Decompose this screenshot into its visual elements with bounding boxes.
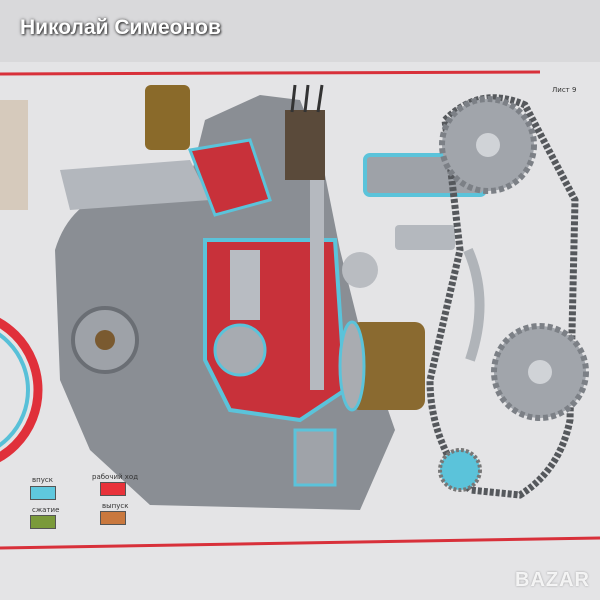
- legend-label-intake: впуск: [32, 476, 53, 484]
- legend-label-power: рабочий ход: [92, 473, 139, 481]
- seller-name-title: Николай Симеонов: [20, 16, 221, 39]
- legend-swatch-power: [100, 482, 126, 496]
- left-diagram-circle: [0, 317, 43, 463]
- top-red-line: [0, 70, 541, 76]
- sheet-label: Лист 9: [552, 86, 577, 94]
- watermark-logo: BAZAR: [515, 569, 590, 591]
- legend-swatch-exhaust: [100, 511, 126, 525]
- timing-chain: [426, 94, 579, 499]
- legend-label-exhaust: выпуск: [102, 502, 129, 510]
- crankshaft-sprocket: [438, 448, 482, 492]
- legend-swatch-intake: [30, 486, 56, 500]
- oil-filter: [350, 322, 425, 410]
- legend-label-compression: сжатие: [32, 506, 60, 514]
- bottom-red-line: [0, 536, 600, 550]
- legend-swatch-compression: [30, 515, 56, 529]
